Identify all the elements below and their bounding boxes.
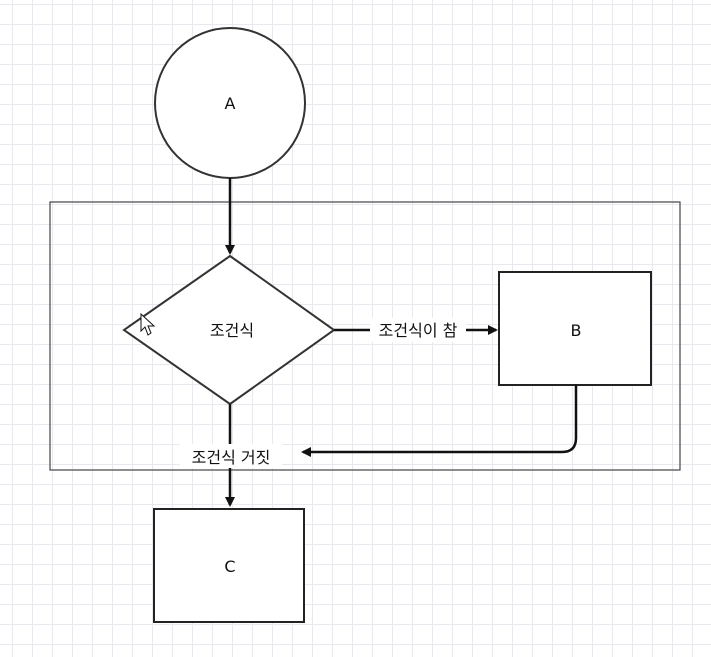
- true-label-background: [370, 318, 466, 342]
- process-node-b[interactable]: [498, 271, 652, 386]
- edge-b-loop-back: [301, 385, 578, 457]
- loop-container-box: [49, 201, 681, 471]
- node-c-label: C: [224, 557, 235, 576]
- false-edge-label: 조건식 거짓: [192, 448, 271, 467]
- process-node-c[interactable]: [153, 508, 305, 623]
- mouse-cursor-icon: [140, 312, 156, 336]
- condition-label: 조건식: [210, 321, 254, 340]
- false-label-background: [180, 444, 282, 468]
- true-edge-label: 조건식이 참: [379, 321, 458, 340]
- node-b-label: B: [571, 321, 582, 340]
- node-a-label: A: [225, 94, 236, 113]
